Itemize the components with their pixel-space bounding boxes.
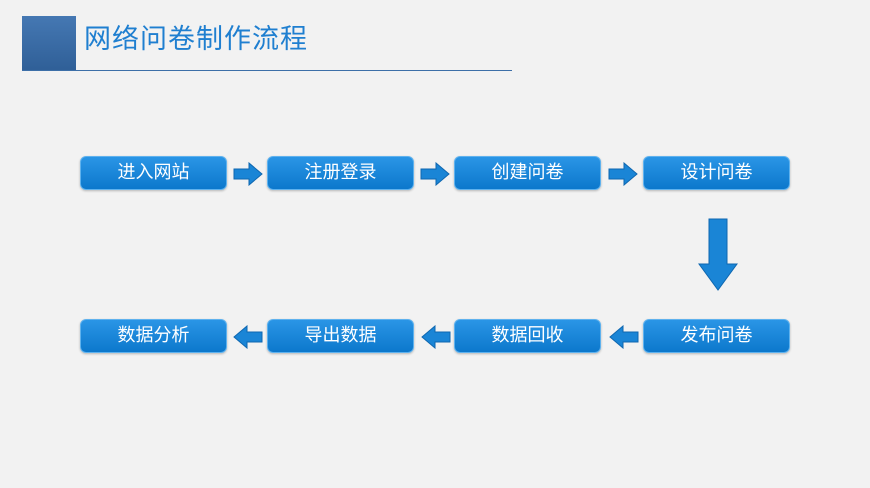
step-export-data: 导出数据 [267, 319, 414, 353]
step-create-survey: 创建问卷 [454, 156, 601, 190]
arrow-right-icon [420, 162, 450, 186]
step-register-login: 注册登录 [267, 156, 414, 190]
step-analyze-data: 数据分析 [80, 319, 227, 353]
step-enter-site: 进入网站 [80, 156, 227, 190]
step-collect-data: 数据回收 [454, 319, 601, 353]
page-title: 网络问卷制作流程 [84, 24, 308, 55]
arrow-right-icon [233, 162, 263, 186]
arrow-left-icon [609, 325, 639, 349]
step-design-survey: 设计问卷 [643, 156, 790, 190]
title-underline [22, 70, 512, 71]
step-publish-survey: 发布问卷 [643, 319, 790, 353]
arrow-right-icon [608, 162, 638, 186]
arrow-left-icon [233, 325, 263, 349]
arrow-down-icon [698, 218, 738, 291]
title-accent-block [22, 16, 76, 71]
arrow-left-icon [421, 325, 451, 349]
